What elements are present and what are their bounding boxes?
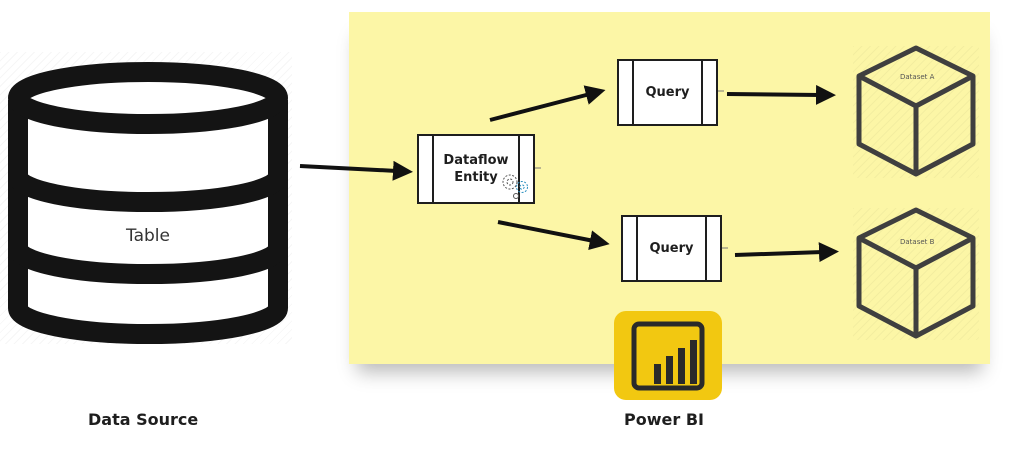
database-icon xyxy=(8,62,288,344)
power-bi-caption: Power BI xyxy=(624,410,704,429)
query-label: Query xyxy=(645,85,690,100)
dataset-a-cube-icon xyxy=(856,45,976,177)
arrow-query-bottom-to-dataset-b[interactable] xyxy=(734,242,839,263)
arrow-dataflow-to-query-top[interactable] xyxy=(489,85,606,122)
dataset-b-cube-icon xyxy=(856,207,976,339)
gear-icon xyxy=(502,174,528,199)
query-label: Query xyxy=(649,241,694,256)
arrow-query-top-to-dataset-a[interactable] xyxy=(726,84,836,105)
database-table-label: Table xyxy=(126,226,170,246)
query-node-bottom[interactable]: Query xyxy=(621,215,722,282)
arrow-source-to-dataflow[interactable] xyxy=(299,160,413,181)
data-source-caption: Data Source xyxy=(88,410,199,429)
dataset-a-label: Dataset A xyxy=(900,73,935,81)
power-bi-logo xyxy=(614,311,722,400)
dataflow-entity-line1: Dataflow xyxy=(443,153,509,168)
arrow-dataflow-to-query-bottom[interactable] xyxy=(497,220,610,251)
power-bi-logo-icon xyxy=(631,321,705,391)
dataflow-entity-line2: Entity xyxy=(454,170,498,185)
dataset-b-label: Dataset B xyxy=(900,238,935,246)
query-node-top[interactable]: Query xyxy=(617,59,718,126)
